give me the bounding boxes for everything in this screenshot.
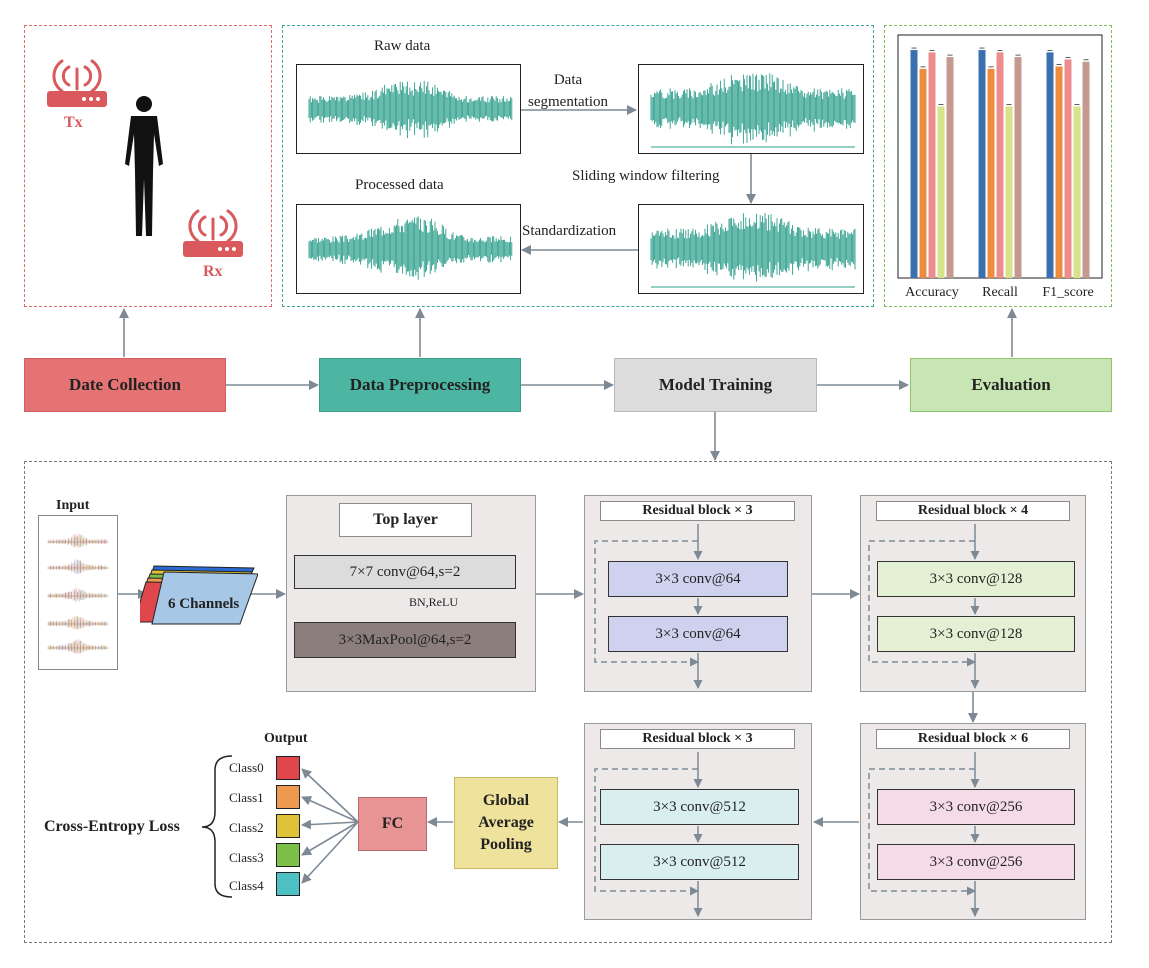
stage-evaluation: Evaluation [910, 358, 1112, 412]
processed-signal-panel [296, 204, 521, 294]
chart-bar [1082, 61, 1090, 278]
chart-bar [928, 52, 936, 279]
person-icon [125, 96, 163, 236]
fc-layer: FC [358, 797, 427, 851]
block-512-conv1: 3×3 conv@512 [600, 789, 799, 825]
class4-label: Class4 [229, 878, 264, 893]
block-256-conv1: 3×3 conv@256 [877, 789, 1075, 825]
chart-bar [1073, 106, 1081, 278]
class2-label: Class2 [229, 820, 264, 835]
standardization-label: Standardization [522, 223, 617, 239]
block-512-title: Residual block × 3 [600, 729, 795, 749]
chart-bar [1005, 106, 1013, 278]
input-thumbnail [38, 515, 118, 670]
chart-bar [946, 57, 954, 278]
chart-bar [1014, 57, 1022, 278]
chart-category-label: Accuracy [905, 285, 959, 300]
chart-bar [1055, 66, 1063, 278]
evaluation-panel [884, 25, 1112, 307]
bn-relu-label: BN,ReLU [409, 595, 458, 609]
chart-category-label: Recall [982, 285, 1018, 300]
segmented-signal-panel [638, 64, 864, 154]
channel-stack [140, 565, 258, 625]
raw-signal-panel [296, 64, 521, 154]
class3-swatch [276, 843, 300, 867]
input-label: Input [56, 498, 90, 513]
maxpool-layer: 3×3MaxPool@64,s=2 [294, 622, 516, 658]
sliding-window-label: Sliding window filtering [572, 168, 720, 184]
global-average-pooling: Global Average Pooling [454, 777, 558, 869]
chart-category-label: F1_score [1042, 285, 1093, 300]
chart-bar [987, 68, 995, 278]
arrow-fc-class3 [301, 821, 359, 856]
raw-data-label: Raw data [374, 38, 431, 54]
arrow-fc-class1 [301, 796, 359, 823]
channels-label: 6 Channels [168, 596, 240, 612]
class3-label: Class3 [229, 850, 264, 865]
top-layer-title: Top layer [339, 503, 472, 537]
stage-model-training: Model Training [614, 358, 817, 412]
chart-bar [1046, 52, 1054, 279]
block-256-conv2: 3×3 conv@256 [877, 844, 1075, 880]
block-64-conv1: 3×3 conv@64 [608, 561, 788, 597]
class0-label: Class0 [229, 760, 264, 775]
loss-label: Cross-Entropy Loss [44, 818, 180, 835]
chart-bar [996, 52, 1004, 279]
segmentation-label: Data segmentation [528, 72, 608, 110]
preprocessing-panel [282, 25, 874, 307]
block-128-conv2: 3×3 conv@128 [877, 616, 1075, 652]
chart-bar [910, 50, 918, 278]
stage-data-preprocessing: Data Preprocessing [319, 358, 521, 412]
block-512-conv2: 3×3 conv@512 [600, 844, 799, 880]
class1-swatch [276, 785, 300, 809]
block-64-title: Residual block × 3 [600, 501, 795, 521]
chart-bar [978, 50, 986, 278]
network-panel [24, 461, 1112, 943]
rx-label: Rx [203, 263, 223, 280]
conv7-layer: 7×7 conv@64,s=2 [294, 555, 516, 589]
arrow-fc-class0 [301, 768, 359, 823]
chart-bar [1064, 59, 1072, 279]
block-128-title: Residual block × 4 [876, 501, 1070, 521]
chart-bar [937, 106, 945, 278]
block-256-title: Residual block × 6 [876, 729, 1070, 749]
block-128-conv1: 3×3 conv@128 [877, 561, 1075, 597]
stage-date-collection: Date Collection [24, 358, 226, 412]
class0-swatch [276, 756, 300, 780]
collection-panel [24, 25, 272, 307]
tx-label: Tx [64, 114, 83, 131]
class2-swatch [276, 814, 300, 838]
arrow-fc-class4 [301, 821, 359, 884]
filtered-signal-panel [638, 204, 864, 294]
evaluation-bar-chart: Accuracy Recall F1_score [897, 34, 1103, 300]
class4-swatch [276, 872, 300, 896]
router-rx-icon [183, 209, 243, 257]
router-tx-icon [47, 59, 107, 107]
class1-label: Class1 [229, 790, 264, 805]
processed-data-label: Processed data [355, 177, 444, 193]
block-64-conv2: 3×3 conv@64 [608, 616, 788, 652]
output-label: Output [264, 731, 308, 746]
chart-bar [919, 68, 927, 278]
arrow-fc-class2 [301, 819, 359, 830]
